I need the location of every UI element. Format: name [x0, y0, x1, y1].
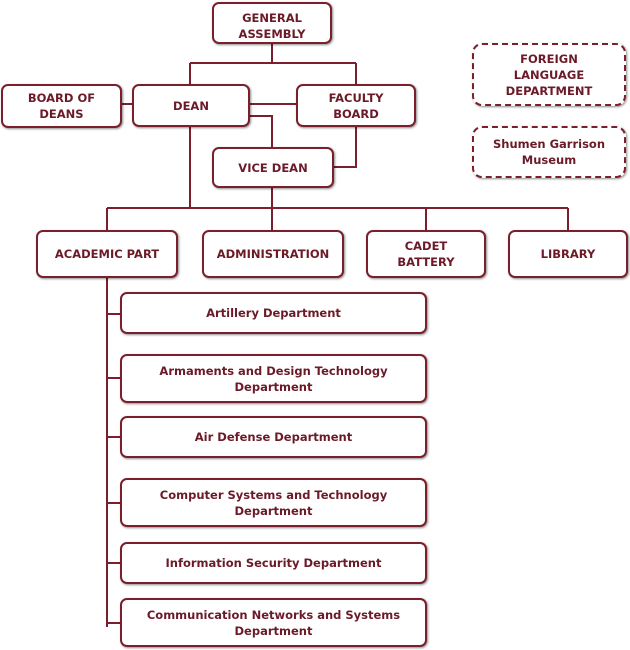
department-label: Air Defense Department — [194, 430, 353, 444]
administration-label: ADMINISTRATION — [216, 247, 330, 261]
cadet-battery-box: CADET BATTERY — [366, 230, 486, 278]
board-of-deans-box: BOARD OF DEANS — [1, 84, 122, 128]
foreign-language-department-box: FOREIGN LANGUAGE DEPARTMENT — [472, 43, 626, 106]
faculty-board-box: FACULTY BOARD — [296, 84, 416, 127]
faculty-board-label: FACULTY BOARD — [328, 90, 384, 121]
academic-part-label: ACADEMIC PART — [54, 247, 160, 261]
dean-label: DEAN — [173, 98, 209, 113]
department-box: Communication Networks and Systems Depar… — [120, 598, 427, 647]
department-label: Artillery Department — [206, 306, 341, 320]
general-assembly-box: GENERAL ASSEMBLY — [212, 2, 332, 44]
department-label: Computer Systems and Technology Departme… — [159, 487, 388, 518]
department-box: Armaments and Design Technology Departme… — [120, 354, 427, 403]
department-label: Information Security Department — [165, 556, 382, 570]
vice-dean-box: VICE DEAN — [212, 147, 334, 188]
library-box: LIBRARY — [508, 230, 628, 278]
academic-part-box: ACADEMIC PART — [36, 230, 178, 278]
foreign-language-department-label: FOREIGN LANGUAGE DEPARTMENT — [505, 51, 593, 98]
department-box: Information Security Department — [120, 542, 427, 584]
vice-dean-label: VICE DEAN — [238, 160, 308, 175]
shumen-garrison-museum-label: Shumen Garrison Museum — [492, 137, 606, 167]
library-label: LIBRARY — [540, 247, 596, 261]
general-assembly-label: GENERAL ASSEMBLY — [238, 11, 306, 41]
department-box: Air Defense Department — [120, 416, 427, 458]
cadet-battery-label: CADET BATTERY — [397, 239, 455, 269]
department-box: Computer Systems and Technology Departme… — [120, 478, 427, 527]
administration-box: ADMINISTRATION — [202, 230, 344, 278]
dean-box: DEAN — [132, 84, 250, 127]
shumen-garrison-museum-box: Shumen Garrison Museum — [472, 126, 626, 178]
department-label: Communication Networks and Systems Depar… — [146, 607, 401, 638]
board-of-deans-label: BOARD OF DEANS — [27, 91, 96, 121]
department-label: Armaments and Design Technology Departme… — [159, 363, 388, 394]
department-box: Artillery Department — [120, 292, 427, 334]
